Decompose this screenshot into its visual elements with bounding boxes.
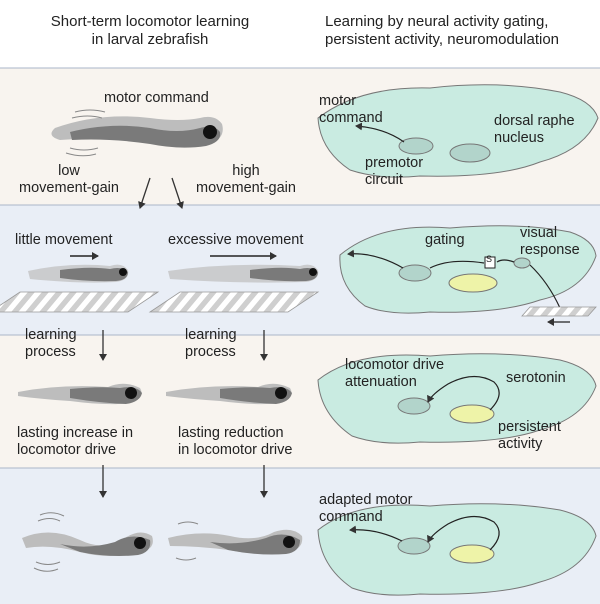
premotor-line2: circuit: [365, 172, 403, 188]
little-movement-label: little movement: [15, 232, 113, 248]
adapted-line2: command: [319, 509, 383, 525]
gating-label: gating: [425, 232, 465, 248]
panel2-fish-left: [28, 264, 129, 283]
dorsal-raphe-nucleus-label: dorsal raphe nucleus: [494, 113, 575, 147]
brain-motor-line2: command: [319, 110, 383, 126]
attenuation-line1: locomotor drive: [345, 357, 445, 373]
grating-left: [0, 291, 160, 313]
left-header-line1: Short-term locomotor learning: [50, 13, 250, 30]
brain-panel4: [317, 503, 597, 596]
adapted-line1: adapted motor: [319, 492, 413, 508]
high-gain-line2: movement-gain: [196, 180, 296, 196]
brain-panel2: [339, 225, 597, 326]
grating-right: [148, 291, 320, 313]
persistent-activity-label: persistent activity: [498, 419, 561, 453]
increase-line1: lasting increase in: [17, 425, 134, 441]
serotonin-label: serotonin: [506, 370, 566, 386]
learning-process-left-label: learning process: [25, 327, 77, 361]
visual-response-label: visual response: [520, 225, 580, 259]
increase-line2: locomotor drive: [17, 442, 117, 458]
left-header-line2: in larval zebrafish: [91, 31, 209, 48]
premotor-line1: premotor: [365, 155, 424, 171]
panel1-zebrafish-swimming: [51, 109, 223, 157]
learning2-line2: process: [185, 344, 236, 360]
lasting-reduction-label: lasting reduction in locomotor drive: [178, 425, 292, 459]
visual-line2: response: [520, 242, 580, 258]
low-gain-line1: low: [58, 163, 80, 179]
learning1-line2: process: [25, 344, 76, 360]
motor-command-label: motor command: [104, 90, 209, 106]
learning1-line1: learning: [25, 327, 77, 343]
high-gain-arrow: [171, 177, 184, 209]
right-header-line1: Learning by neural activity gating,: [325, 13, 549, 30]
dorsal-raphe-line2: nucleus: [494, 130, 544, 146]
low-gain-arrow: [138, 177, 151, 209]
panel2-fish-right: [168, 264, 319, 283]
right-header: Learning by neural activity gating, pers…: [325, 13, 559, 49]
brain-motor-line1: motor: [319, 93, 357, 109]
lasting-increase-label: lasting increase in locomotor drive: [17, 425, 133, 459]
panel4-fish-right: [168, 521, 303, 561]
high-movement-gain-label: high movement-gain: [186, 163, 306, 197]
right-header-line2: persistent activity, neuromodulation: [325, 31, 560, 48]
panel3-fish-left: [18, 383, 142, 405]
reduction-line1: lasting reduction: [178, 425, 284, 441]
adapted-motor-command-label: adapted motor command: [319, 492, 413, 526]
gate-symbol: S: [486, 254, 493, 264]
dorsal-raphe-line1: dorsal raphe: [494, 113, 575, 129]
brain-panel1: [317, 84, 599, 178]
excessive-movement-label: excessive movement: [168, 232, 304, 248]
visual-line1: visual: [520, 225, 558, 241]
low-movement-gain-label: low movement-gain: [14, 163, 124, 197]
persistent-line1: persistent: [498, 419, 561, 435]
learning2-line1: learning: [185, 327, 237, 343]
low-gain-line2: movement-gain: [19, 180, 119, 196]
panel3-fish-right: [166, 383, 292, 405]
brain-motor-command-label: motor command: [319, 93, 383, 127]
persistent-line2: activity: [498, 436, 543, 452]
brain-panel3: [317, 353, 597, 444]
high-gain-line1: high: [232, 163, 260, 179]
locomotor-drive-attenuation-label: locomotor drive attenuation: [345, 357, 444, 391]
learning-process-right-label: learning process: [185, 327, 237, 361]
premotor-circuit-label: premotor circuit: [365, 155, 423, 189]
attenuation-line2: attenuation: [345, 374, 417, 390]
panel4-fish-left: [22, 512, 153, 572]
left-header: Short-term locomotor learning in larval …: [20, 13, 280, 49]
reduction-line2: in locomotor drive: [178, 442, 293, 458]
